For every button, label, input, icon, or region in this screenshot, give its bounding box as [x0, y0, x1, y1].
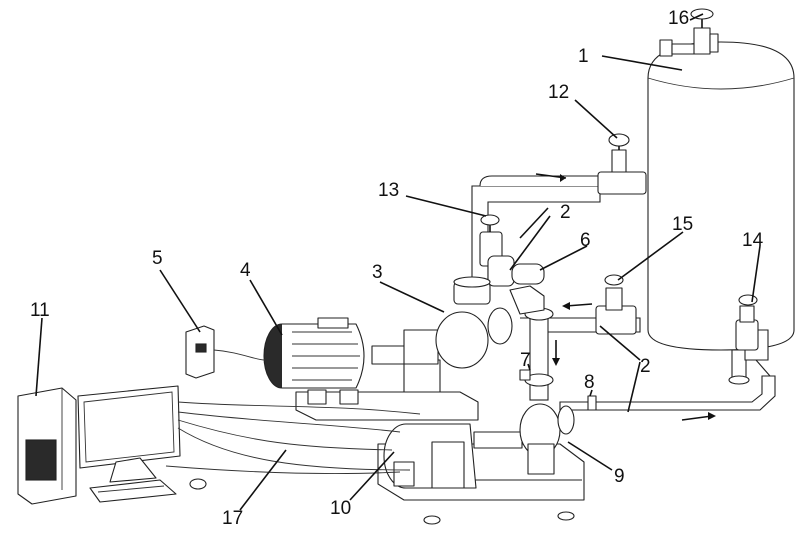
callout-2a: 2: [560, 202, 571, 223]
suction-pipe: [509, 263, 597, 411]
callout-3: 3: [372, 262, 383, 283]
callout-11: 11: [30, 300, 50, 321]
callout-14: 14: [742, 230, 764, 251]
callout-8: 8: [584, 372, 595, 393]
signal-cables: [165, 401, 421, 475]
flow-arrows: [535, 173, 716, 421]
top-valve: [690, 8, 719, 55]
callout-6: 6: [580, 230, 591, 251]
main-skid: [263, 276, 513, 421]
callout-7: 7: [520, 350, 531, 371]
callout-15: 15: [672, 214, 693, 235]
callout-13: 13: [378, 180, 399, 201]
callout-17: 17: [222, 508, 243, 529]
callout-2b: 2: [640, 356, 651, 377]
water-tank: [647, 39, 795, 385]
callout-10: 10: [330, 498, 351, 519]
callout-9: 9: [614, 466, 625, 487]
second-skid: [377, 403, 585, 525]
valve-13: [479, 214, 515, 287]
upper-pipe: [471, 133, 647, 293]
callout-4: 4: [240, 260, 251, 281]
lower-pipe: [520, 274, 776, 411]
callout-1: 1: [578, 46, 589, 67]
computer-workstation: [17, 385, 207, 505]
callout-16: 16: [668, 8, 689, 29]
frequency-converter: [185, 325, 266, 379]
leader-lines: [35, 13, 761, 511]
callout-labels: 1 2 2 3 4 5 6 7 8 9 10 11 12 13 14 15 16…: [30, 8, 764, 529]
callout-5: 5: [152, 248, 163, 269]
callout-12: 12: [548, 82, 569, 103]
